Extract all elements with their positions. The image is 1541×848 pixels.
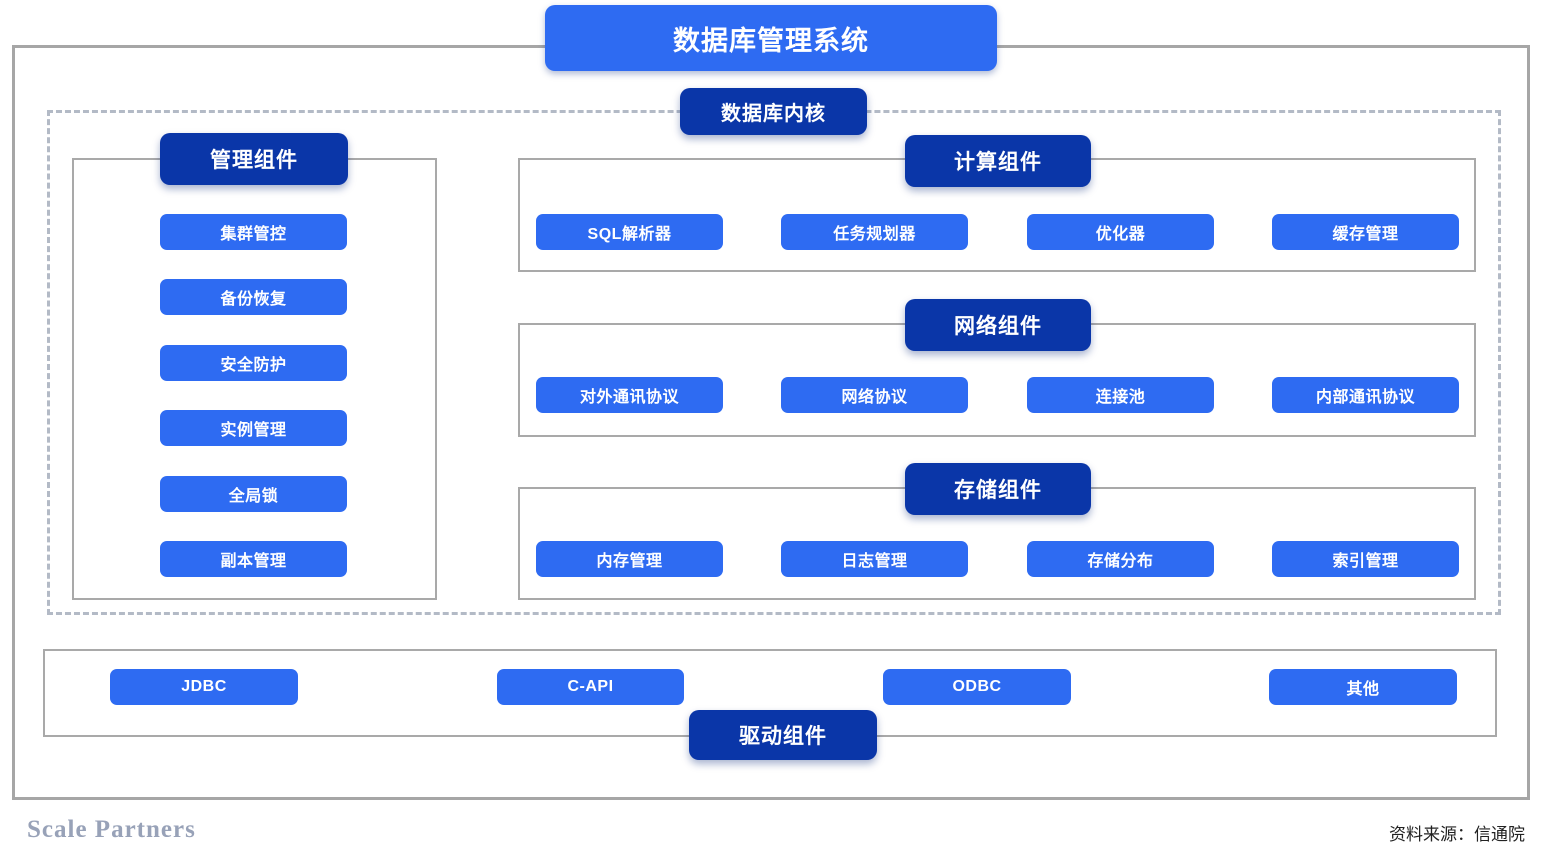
network-item-connection-pool[interactable]: 连接池 bbox=[1027, 377, 1214, 413]
diagram-title: 数据库管理系统 bbox=[545, 5, 997, 71]
source-note: 资料来源：信通院 bbox=[1389, 825, 1525, 844]
driver-item-jdbc[interactable]: JDBC bbox=[110, 669, 298, 705]
management-header: 管理组件 bbox=[160, 133, 348, 185]
compute-item-optimizer[interactable]: 优化器 bbox=[1027, 214, 1214, 250]
management-item-backup-restore[interactable]: 备份恢复 bbox=[160, 279, 347, 315]
storage-item-log-management[interactable]: 日志管理 bbox=[781, 541, 968, 577]
brand-logo: Scale Partners bbox=[27, 816, 196, 843]
network-item-network-protocol[interactable]: 网络协议 bbox=[781, 377, 968, 413]
compute-item-sql-parser[interactable]: SQL解析器 bbox=[536, 214, 723, 250]
management-item-security-protection[interactable]: 安全防护 bbox=[160, 345, 347, 381]
storage-item-index-management[interactable]: 索引管理 bbox=[1272, 541, 1459, 577]
compute-item-task-planner[interactable]: 任务规划器 bbox=[781, 214, 968, 250]
driver-item-c-api[interactable]: C-API bbox=[497, 669, 684, 705]
storage-header: 存储组件 bbox=[905, 463, 1091, 515]
driver-item-odbc[interactable]: ODBC bbox=[883, 669, 1071, 705]
storage-item-storage-distribution[interactable]: 存储分布 bbox=[1027, 541, 1214, 577]
network-item-external-protocol[interactable]: 对外通讯协议 bbox=[536, 377, 723, 413]
driver-header: 驱动组件 bbox=[689, 710, 877, 760]
management-item-replica-management[interactable]: 副本管理 bbox=[160, 541, 347, 577]
compute-header: 计算组件 bbox=[905, 135, 1091, 187]
compute-item-cache-management[interactable]: 缓存管理 bbox=[1272, 214, 1459, 250]
kernel-badge: 数据库内核 bbox=[680, 88, 867, 135]
driver-item-other[interactable]: 其他 bbox=[1269, 669, 1457, 705]
network-header: 网络组件 bbox=[905, 299, 1091, 351]
storage-item-memory-management[interactable]: 内存管理 bbox=[536, 541, 723, 577]
management-item-cluster-control[interactable]: 集群管控 bbox=[160, 214, 347, 250]
network-item-internal-protocol[interactable]: 内部通讯协议 bbox=[1272, 377, 1459, 413]
management-item-instance-management[interactable]: 实例管理 bbox=[160, 410, 347, 446]
management-item-global-lock[interactable]: 全局锁 bbox=[160, 476, 347, 512]
